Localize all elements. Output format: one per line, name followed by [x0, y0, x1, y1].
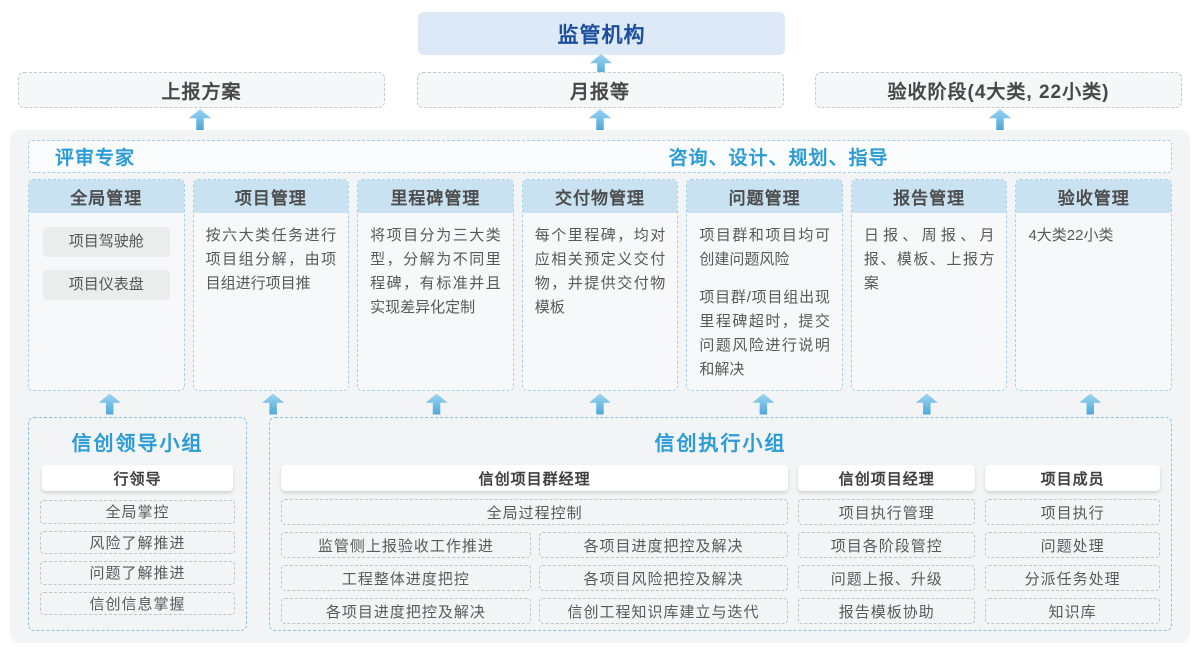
column-title: 问题管理 [687, 180, 842, 213]
arrow-up-icon [752, 393, 775, 415]
column-paragraph: 项目群/项目组出现里程碑超时，提交问题风险进行说明和解决 [699, 289, 830, 378]
column-milestone-management: 里程碑管理 将项目分为三大类型，分解为不同里程碑，有标准并且实现差异化定制 [357, 179, 514, 391]
role-program-manager: 信创项目群经理 [281, 465, 789, 491]
column-text: 4大类22小类 [1028, 227, 1114, 244]
arrow-up-icon [1079, 393, 1102, 415]
channel-row: 上报方案 月报等 验收阶段(4大类, 22小类) [18, 72, 1182, 108]
column-body: 项目驾驶舱 项目仪表盘 [29, 213, 184, 324]
program-manager-item: 工程整体进度把控 [281, 565, 531, 591]
channel-arrow-row [0, 109, 1200, 130]
role-project-manager: 信创项目经理 [798, 465, 976, 491]
program-manager-item: 监管侧上报验收工作推进 [281, 532, 531, 558]
project-manager-item: 项目执行管理 [798, 499, 976, 525]
column-global-management: 全局管理 项目驾驶舱 项目仪表盘 [28, 179, 185, 391]
member-item: 项目执行 [985, 499, 1160, 525]
member-item: 分派任务处理 [985, 565, 1160, 591]
arrow-up-icon [98, 393, 121, 415]
program-manager-column: 信创项目群经理 全局过程控制 监管侧上报验收工作推进 各项目进度把控及解决 工程… [281, 465, 789, 631]
column-text: 每个里程碑，均对应相关预定义交付物，并提供交付物模板 [534, 227, 666, 316]
group-title: 信创执行小组 [654, 433, 787, 455]
column-acceptance-management: 验收管理 4大类22小类 [1015, 179, 1173, 391]
leadership-item: 问题了解推进 [40, 561, 235, 585]
execution-group: 信创执行小组 信创项目群经理 全局过程控制 监管侧上报验收工作推进 各项目进度把… [269, 417, 1172, 631]
channel-monthly-report: 月报等 [416, 72, 784, 108]
management-columns: 全局管理 项目驾驶舱 项目仪表盘 项目管理 按六大类任务进行项目组分解，由项目组… [28, 179, 1173, 391]
advisor-strip: 评审专家 咨询、设计、规划、指导 [28, 140, 1172, 173]
chip-project-cockpit: 项目驾驶舱 [43, 227, 170, 257]
member-item: 问题处理 [985, 532, 1160, 558]
column-title: 验收管理 [1016, 180, 1172, 213]
top-area: 监管机构 上报方案 月报等 验收阶段(4大类, 22小类) [0, 0, 1200, 130]
group-title: 信创领导小组 [71, 433, 204, 455]
channel-acceptance-stage: 验收阶段(4大类, 22小类) [815, 72, 1182, 108]
column-project-management: 项目管理 按六大类任务进行项目组分解，由项目组进行项目推 [192, 179, 350, 391]
program-manager-items: 全局过程控制 监管侧上报验收工作推进 各项目进度把控及解决 工程整体进度把控 各… [281, 499, 789, 624]
bottom-groups: 信创领导小组 行领导 全局掌控 风险了解推进 问题了解推进 信创信息掌握 信创执… [28, 417, 1172, 631]
arrow-up-icon [589, 109, 611, 130]
chip-project-dashboard: 项目仪表盘 [43, 270, 170, 300]
column-title: 报告管理 [851, 180, 1007, 213]
program-manager-item: 各项目进度把控及解决 [538, 532, 789, 558]
member-item: 知识库 [985, 598, 1160, 624]
arrow-up-icon [588, 393, 611, 415]
column-title: 交付物管理 [522, 180, 678, 213]
column-arrow-row [28, 391, 1172, 417]
regulator-box: 监管机构 [418, 12, 785, 55]
arrow-up-icon [262, 393, 285, 415]
leadership-item: 信创信息掌握 [40, 591, 235, 615]
column-text: 按六大类任务进行项目组分解，由项目组进行项目推 [205, 227, 337, 292]
program-manager-item: 全局过程控制 [281, 499, 789, 525]
execution-columns: 信创项目群经理 全局过程控制 监管侧上报验收工作推进 各项目进度把控及解决 工程… [281, 465, 1160, 631]
channel-report-plan: 上报方案 [18, 72, 385, 108]
project-manager-item: 问题上报、升级 [798, 565, 976, 591]
expert-label: 评审专家 [55, 148, 136, 169]
column-text: 日报、周报、月报、模板、上报方案 [863, 227, 995, 292]
project-manager-item: 项目各阶段管控 [798, 532, 976, 558]
leadership-item: 风险了解推进 [40, 530, 235, 554]
project-manager-item: 报告模板协助 [798, 598, 976, 624]
program-manager-item: 各项目风险把控及解决 [538, 565, 789, 591]
program-manager-item: 各项目进度把控及解决 [281, 598, 531, 624]
arrow-up-icon [915, 393, 938, 415]
platform-container: 评审专家 咨询、设计、规划、指导 全局管理 项目驾驶舱 项目仪表盘 项目管理 按… [10, 130, 1190, 643]
leadership-item: 全局掌控 [40, 500, 235, 524]
column-text: 将项目分为三大类型，分解为不同里程碑，有标准并且实现差异化定制 [370, 227, 501, 316]
project-manager-column: 信创项目经理 项目执行管理 项目各阶段管控 问题上报、升级 报告模板协助 [798, 465, 976, 631]
arrow-up-icon [425, 393, 448, 415]
column-title: 全局管理 [29, 180, 184, 213]
column-body: 项目群和项目均可创建问题风险 项目群/项目组出现里程碑超时，提交问题风险进行说明… [687, 213, 842, 390]
column-report-management: 报告管理 日报、周报、月报、模板、上报方案 [850, 179, 1008, 391]
column-deliverable-management: 交付物管理 每个里程碑，均对应相关预定义交付物，并提供交付物模板 [521, 179, 679, 391]
member-column: 项目成员 项目执行 问题处理 分派任务处理 知识库 [985, 465, 1160, 631]
column-title: 里程碑管理 [358, 180, 513, 213]
advisory-label: 咨询、设计、规划、指导 [668, 148, 889, 169]
column-paragraph: 项目群和项目均可创建问题风险 [699, 227, 830, 268]
arrow-up-icon [989, 109, 1011, 130]
leadership-group: 信创领导小组 行领导 全局掌控 风险了解推进 问题了解推进 信创信息掌握 [28, 417, 247, 631]
role-project-member: 项目成员 [985, 465, 1160, 491]
role-bank-leader: 行领导 [42, 465, 233, 491]
program-manager-item: 信创工程知识库建立与迭代 [538, 598, 789, 624]
column-title: 项目管理 [193, 180, 349, 213]
arrow-up-icon [189, 109, 211, 130]
column-issue-management: 问题管理 项目群和项目均可创建问题风险 项目群/项目组出现里程碑超时，提交问题风… [686, 179, 843, 391]
